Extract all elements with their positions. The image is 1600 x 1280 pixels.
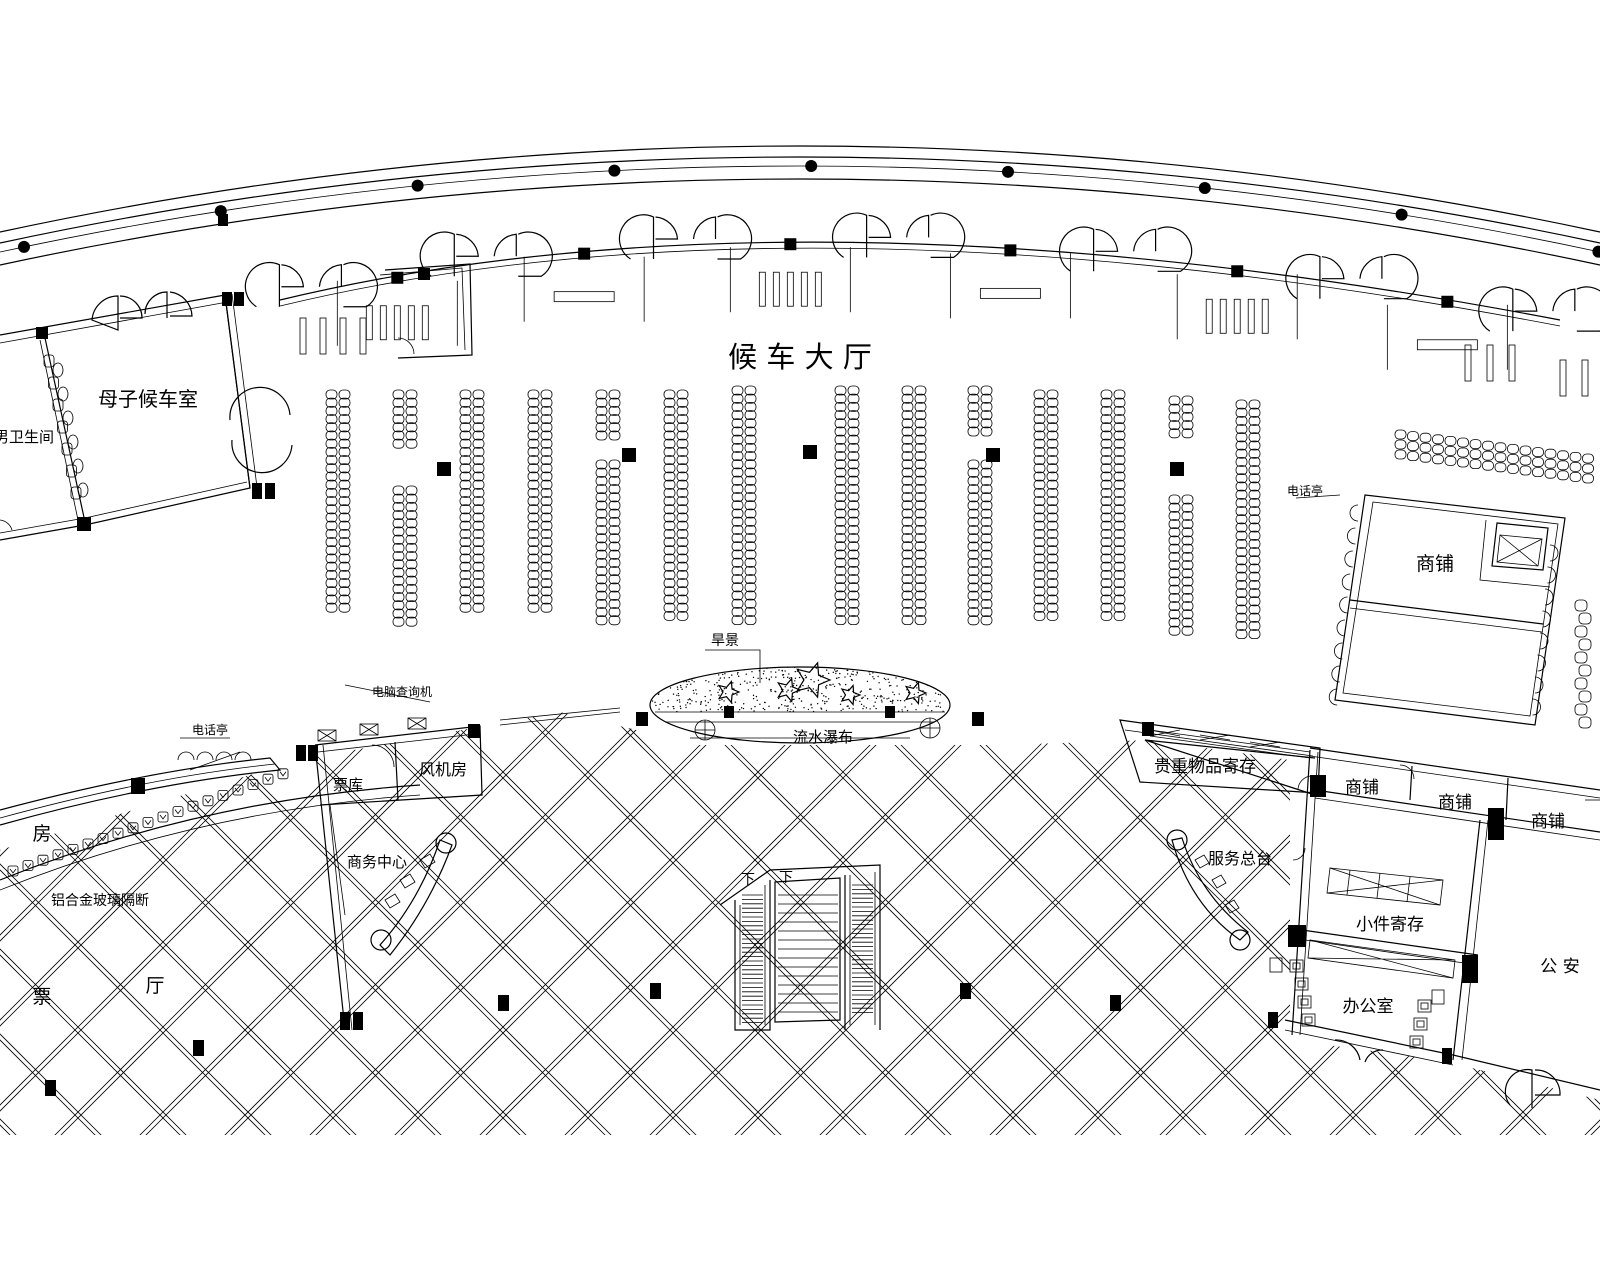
office-label: 办公室 bbox=[1343, 997, 1394, 1017]
entrance-doors bbox=[244, 212, 1600, 332]
wall-columns bbox=[391, 238, 1454, 308]
mother-baby-room-label: 母子候车室 bbox=[98, 387, 198, 411]
waiting-seats bbox=[325, 385, 1261, 639]
hall-char-label: 厅 bbox=[145, 975, 164, 997]
shop-1-label: 商铺 bbox=[1345, 778, 1379, 798]
small-room-top-left bbox=[379, 263, 473, 359]
valuables-rack bbox=[1149, 729, 1311, 759]
shop-3-label: 商铺 bbox=[1531, 812, 1565, 832]
facade-columns bbox=[18, 160, 1600, 258]
business-center-label: 商务中心 bbox=[347, 853, 407, 871]
landscape-plants bbox=[694, 661, 941, 741]
small-storage-label: 小件寄存 bbox=[1356, 915, 1424, 935]
ticket-store-label: 票库 bbox=[333, 776, 363, 794]
central-landscape bbox=[636, 649, 984, 744]
shop-block-right bbox=[1295, 494, 1566, 726]
office-furniture bbox=[1269, 957, 1445, 1049]
escalator bbox=[719, 864, 881, 1031]
right-bench-seats bbox=[1394, 429, 1594, 729]
mens-restroom-label: 男卫生间 bbox=[0, 428, 54, 446]
lower-right-walls bbox=[1119, 719, 1600, 1108]
ticket-char-label: 票 bbox=[32, 986, 51, 1008]
waiting-hall-label: 候 车 大 厅 bbox=[728, 340, 872, 374]
lobby-floor-grid bbox=[0, 712, 1600, 1135]
business-center-counter bbox=[370, 832, 457, 956]
phone-booth-top-label: 电话亭 bbox=[1287, 483, 1323, 498]
valuables-storage-label: 贵重物品寄存 bbox=[1154, 757, 1256, 777]
inner-entrance-wall bbox=[244, 212, 1600, 397]
room-labels: 候 车 大 厅 母子候车室 男卫生间 电话亭 商铺 旱景 流水瀑布 电脑查询机 … bbox=[0, 340, 1580, 1017]
fan-room-label: 风机房 bbox=[419, 760, 467, 779]
escalator-down-right-label: 下 bbox=[779, 870, 793, 886]
hall-columns bbox=[437, 445, 1184, 476]
shop-seats bbox=[1328, 504, 1559, 716]
lower-left-walls bbox=[0, 684, 621, 1031]
room-fragment-label: 房 bbox=[32, 823, 51, 845]
vestibule-benches bbox=[299, 247, 1589, 397]
query-machines bbox=[317, 717, 427, 742]
ticket-counter-seats bbox=[7, 751, 289, 877]
dry-landscape-label: 旱景 bbox=[711, 633, 739, 649]
lobby-columns bbox=[45, 983, 1121, 1096]
shop-2-label: 商铺 bbox=[1438, 793, 1472, 813]
waterfall-label: 流水瀑布 bbox=[793, 728, 853, 746]
police-label: 公 安 bbox=[1540, 957, 1579, 977]
escalator-down-left-label: 下 bbox=[741, 872, 755, 888]
service-desk-label: 服务总台 bbox=[1208, 849, 1272, 868]
restroom-fixtures bbox=[43, 354, 89, 500]
ticket-query-label: 电脑查询机 bbox=[372, 685, 432, 699]
phone-booth-left-label: 电话亭 bbox=[192, 722, 228, 737]
shop-right-label: 商铺 bbox=[1416, 553, 1454, 575]
outer-facade bbox=[0, 145, 1600, 266]
mother-baby-door bbox=[91, 291, 193, 331]
partition-label: 铝合金玻璃隔断 bbox=[51, 892, 149, 909]
service-desk-counter bbox=[1166, 829, 1251, 951]
mother-baby-room-walls bbox=[0, 292, 293, 541]
